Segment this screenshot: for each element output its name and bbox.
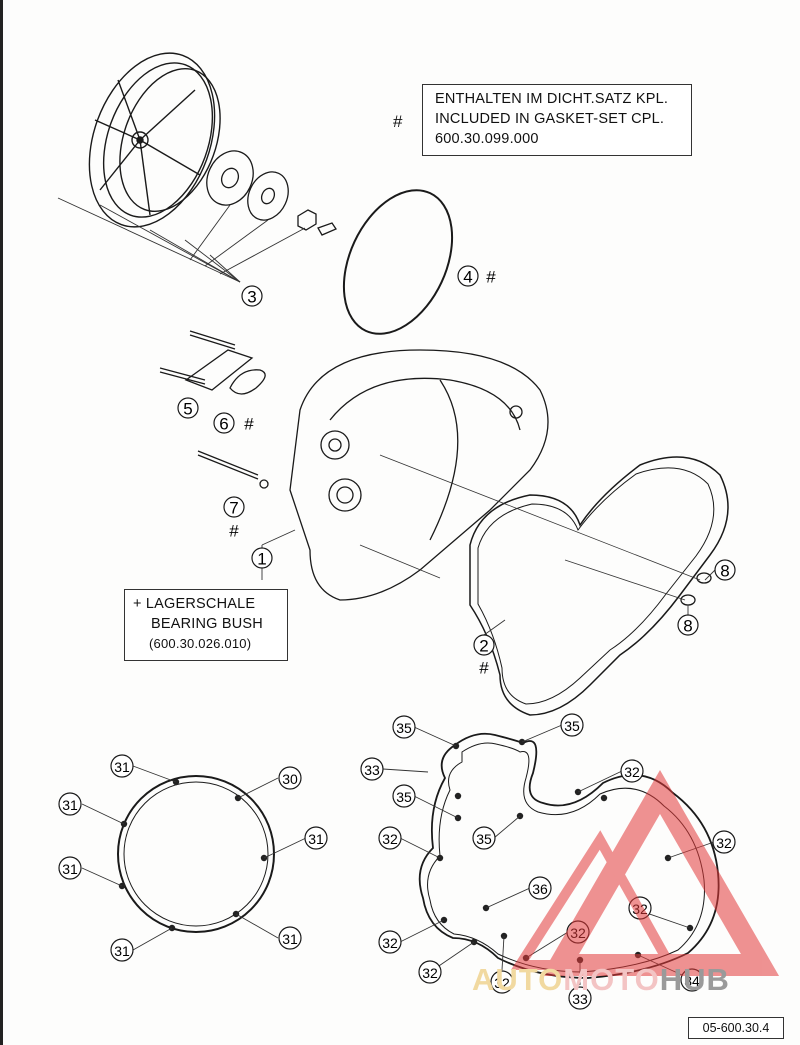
upper-callout-circles (177, 265, 736, 656)
bush-note-line-2: BEARING BUSH (151, 616, 263, 632)
gasket-note-line-2: INCLUDED IN GASKET-SET CPL. (435, 111, 665, 127)
gasket-callout: 32 (716, 835, 732, 851)
callout-7-marker: # (229, 522, 239, 541)
drawing-number: 05-600.30.4 (688, 1017, 784, 1039)
callout-4: 4 (463, 268, 472, 287)
cover-gasket-detail (418, 732, 720, 979)
assembly-axis-lines (359, 454, 701, 601)
ring-callout-leaders (81, 765, 307, 951)
crankcase-cover-1-drawing (289, 349, 549, 601)
watermark-logo-text: AUTOMOTOHUB (472, 962, 730, 998)
gasket-callout: 32 (624, 764, 640, 780)
callout-8a: 8 (720, 562, 729, 581)
ring-callout-circles (58, 754, 328, 962)
callout-7: 7 (229, 499, 238, 518)
callout-2-marker: # (479, 659, 489, 678)
gasket-callout: 32 (382, 935, 398, 951)
cover-seal-parts (206, 150, 337, 236)
ring-callout: 31 (114, 943, 130, 959)
gasket-callout: 35 (396, 789, 412, 805)
bush-note-line-1: + LAGERSCHALE (133, 596, 256, 612)
upper-callout-leaders (261, 529, 716, 636)
callout-2: 2 (479, 637, 488, 656)
gasket-2-drawing (469, 456, 729, 716)
gasket-callout: 35 (476, 831, 492, 847)
ring-callout: 31 (114, 759, 130, 775)
ring-callout: 31 (62, 797, 78, 813)
ring-callout-numbers: 31 30 31 31 31 31 31 (62, 759, 324, 959)
bush-note-line-3: (600.30.026.010) (149, 636, 252, 651)
logo-auto: AUTO (472, 962, 564, 997)
callout-1: 1 (257, 550, 266, 569)
gasket-callout: 32 (382, 831, 398, 847)
ring-callout: 30 (282, 771, 298, 787)
callout-4-marker: # (486, 268, 496, 287)
dowel-pins-8-drawing (680, 572, 712, 606)
ring-callout: 31 (282, 931, 298, 947)
ring-callout: 31 (62, 861, 78, 877)
cover-gasket-detail-inner (427, 742, 705, 973)
gasket-callout: 33 (364, 762, 380, 778)
logo-hub: HUB (659, 962, 730, 997)
gasket-callout: 34 (684, 973, 700, 989)
ring-gasket-detail (117, 775, 275, 933)
gasket-2-inner (477, 467, 715, 705)
watermark-logo-graphic (510, 770, 780, 976)
gasket-note-line-1: ENTHALTEN IM DICHT.SATZ KPL. (435, 91, 669, 107)
gasket-callout: 33 (572, 991, 588, 1007)
ring-callout: 31 (308, 831, 324, 847)
sheet-border (0, 0, 3, 1045)
callout-5: 5 (183, 400, 192, 419)
gasket-set-marker: # (393, 112, 403, 131)
gasket-callout: 32 (494, 975, 510, 991)
gasket-callout: 36 (532, 881, 548, 897)
bearing-bush-note: + LAGERSCHALE BEARING BUSH (600.30.026.0… (124, 589, 288, 661)
gasket-note-line-3: 600.30.099.000 (435, 131, 539, 147)
callout-3: 3 (247, 288, 256, 307)
upper-callout-numbers: 3 4 # 5 6 # 7 # 1 2 # 8 8 (183, 268, 729, 678)
clutch-cover-drawing (88, 52, 221, 228)
logo-moto: MOTO (563, 962, 660, 997)
gasket-callout: 35 (396, 720, 412, 736)
callout-8b: 8 (683, 617, 692, 636)
o-ring-4-drawing (342, 189, 454, 335)
part-3-leader-lines (57, 197, 306, 283)
gasket-callout: 32 (422, 965, 438, 981)
callout-6-marker: # (244, 415, 254, 434)
gasket-set-note: ENTHALTEN IM DICHT.SATZ KPL. INCLUDED IN… (422, 84, 692, 156)
bolts-and-plate-drawing (159, 330, 269, 489)
callout-6: 6 (219, 415, 228, 434)
gasket-callout: 35 (564, 718, 580, 734)
